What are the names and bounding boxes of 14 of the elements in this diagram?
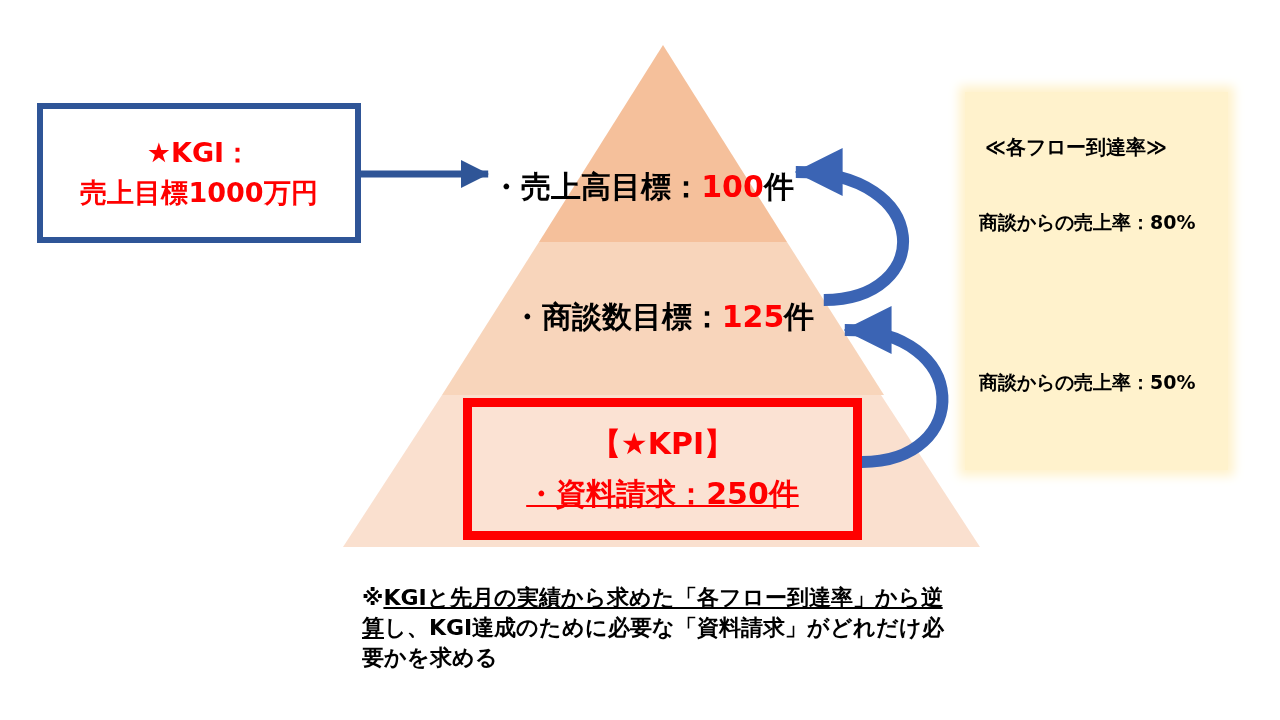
rate-text: 商談からの売上率：50% [979, 370, 1197, 395]
footnote: ※KGIと先月の実績から求めた「各フロー到達率」から逆算し、KGI達成のために必要な「資料請求」がどれだけ必要かを求める [362, 584, 946, 672]
tier-label: ・売上高目標：100件 [490, 168, 795, 206]
kgi-text: 売上目標1000万円 [80, 176, 318, 210]
kgi-box [37, 103, 361, 243]
kpi-heading: 【★KPI】 [590, 425, 735, 463]
kpi-box [463, 398, 862, 540]
tier-label: ・商談数目標：125件 [510, 298, 816, 336]
arrow [794, 151, 909, 306]
kpi-text: ・資料請求：250件 [526, 475, 799, 513]
panel-heading: ≪各フロー到達率≫ [985, 134, 1168, 161]
arrow [361, 160, 489, 188]
kgi-text: ★KGI： [146, 136, 252, 170]
rate-text: 商談からの売上率：80% [979, 210, 1197, 235]
